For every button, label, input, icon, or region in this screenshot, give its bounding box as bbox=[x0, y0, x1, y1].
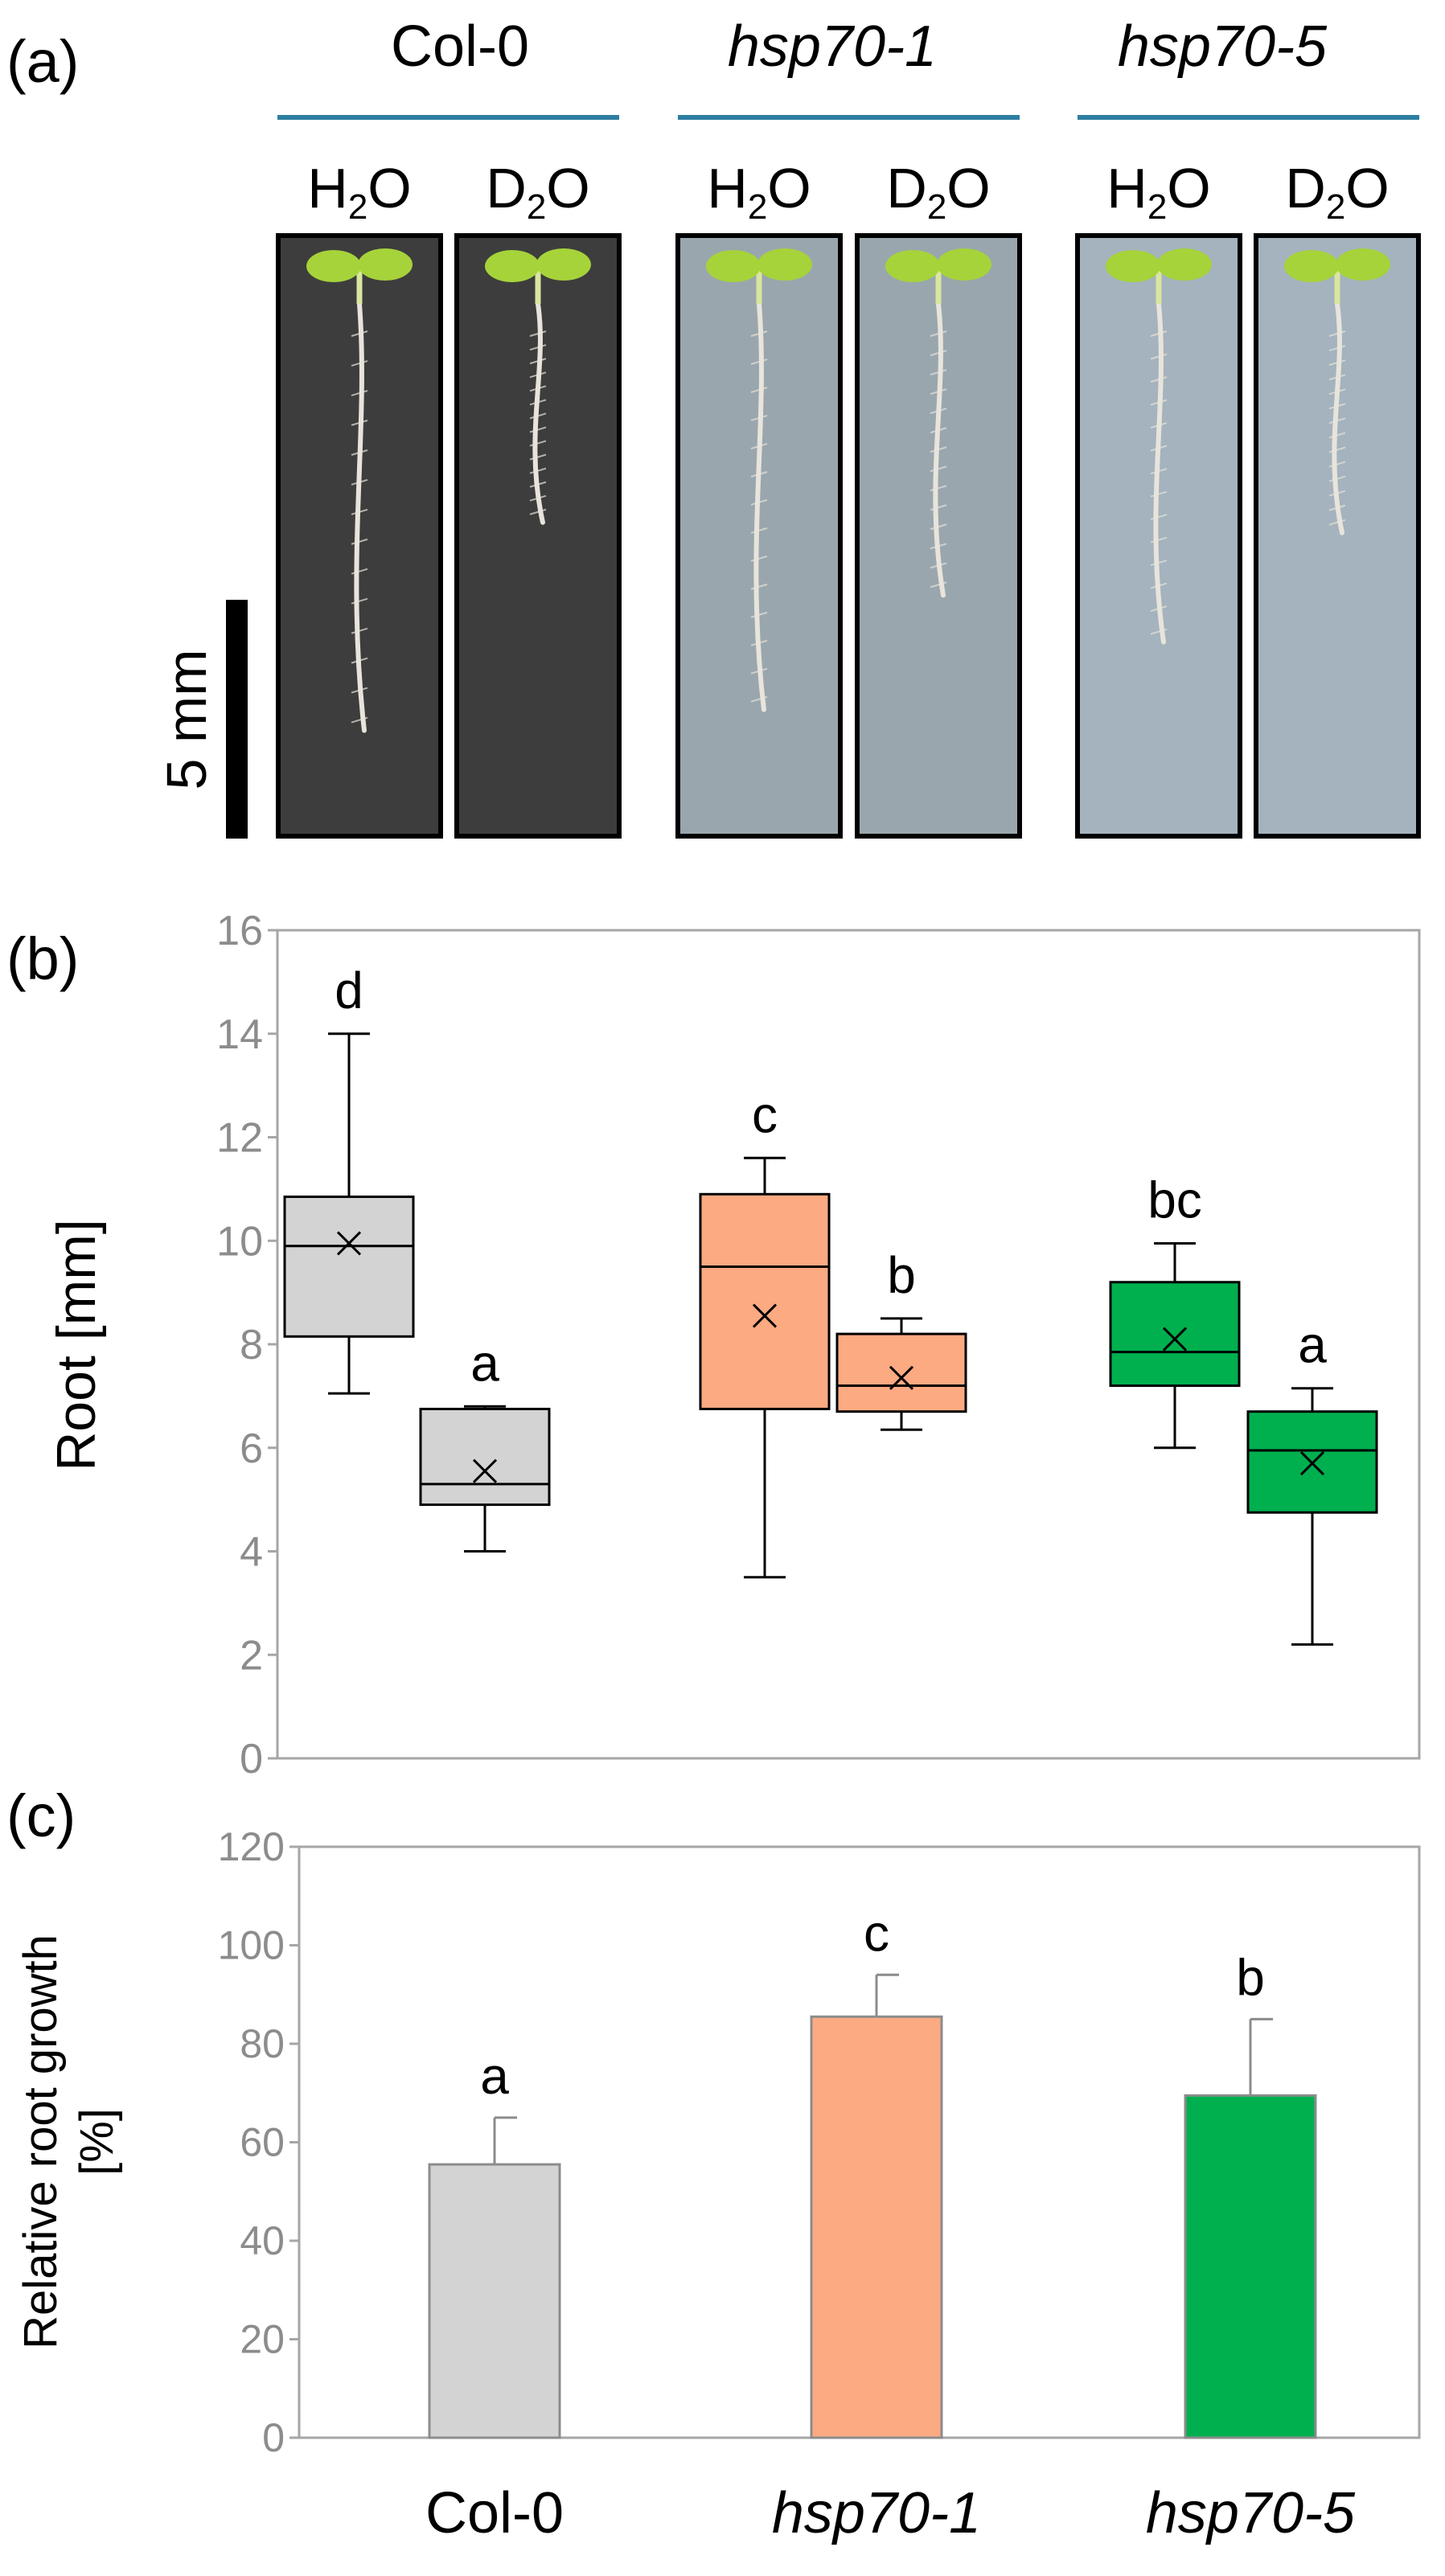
genotype-header-hsp70-1: hsp70-1 bbox=[728, 14, 937, 79]
y-tick-label-b: 4 bbox=[240, 1529, 263, 1576]
y-tick-label-c: 100 bbox=[218, 1923, 285, 1968]
significance-letter: c bbox=[864, 1904, 889, 1962]
seedling-root bbox=[753, 301, 766, 712]
significance-letter: b bbox=[1236, 1948, 1265, 2006]
seedling-photo bbox=[276, 233, 443, 839]
seedling-photo bbox=[1254, 233, 1421, 839]
y-tick-label-c: 60 bbox=[240, 2120, 285, 2165]
y-tick-label-c: 80 bbox=[240, 2021, 285, 2066]
box-iqr bbox=[419, 1407, 551, 1507]
y-tick-label-b: 16 bbox=[216, 908, 263, 954]
cotyledon bbox=[757, 248, 812, 281]
treatment-label: H2O bbox=[707, 157, 811, 227]
significance-letter: c bbox=[752, 1085, 778, 1143]
box-hsp70-1-D2O: b bbox=[835, 1246, 967, 1431]
y-axis-label-b: Root [mm] bbox=[46, 1219, 107, 1471]
scale-bar bbox=[226, 600, 248, 839]
x-category-label: Col-0 bbox=[425, 2481, 564, 2545]
y-tick-label-b: 2 bbox=[240, 1632, 263, 1679]
panel-c-barchart: (c) 0 20 40 60 80 100 120 a c b Relative root gr… bbox=[6, 1782, 1421, 2545]
bar-hsp70-1: c bbox=[810, 1904, 943, 2439]
significance-letter: a bbox=[470, 1334, 499, 1392]
panel-a: (a) Col-0 hsp70-1 hsp70-5 H2O D2O H2O D2O H2… bbox=[6, 14, 1421, 839]
seedling-root bbox=[1332, 301, 1344, 535]
scale-bar-label: 5 mm bbox=[155, 650, 218, 790]
bar bbox=[1184, 2094, 1317, 2439]
cotyledon bbox=[1157, 248, 1212, 281]
y-tick-label-b: 8 bbox=[240, 1322, 263, 1368]
y-axis-label-c-line2: [%] bbox=[71, 2108, 123, 2176]
seedling-photo bbox=[675, 233, 843, 839]
seedling-root bbox=[1153, 301, 1166, 645]
box-Col-0-H2O: d bbox=[283, 962, 415, 1395]
cotyledon bbox=[885, 250, 940, 282]
panel-a-label: (a) bbox=[6, 28, 79, 95]
box-hsp70-1-H2O: c bbox=[699, 1085, 831, 1579]
treatment-label: D2O bbox=[486, 157, 590, 227]
panel-b-label: (b) bbox=[6, 925, 79, 992]
y-tick-label-b: 6 bbox=[240, 1425, 263, 1472]
seedling-photo bbox=[454, 233, 622, 839]
y-tick-label-c: 120 bbox=[218, 1824, 285, 1869]
y-tick-label-b: 0 bbox=[240, 1736, 263, 1782]
seedling-root bbox=[933, 301, 946, 598]
y-tick-label-b: 14 bbox=[216, 1011, 263, 1058]
mean-marker bbox=[1299, 1450, 1325, 1476]
bar-hsp70-5: b bbox=[1184, 1948, 1317, 2439]
mean-marker bbox=[752, 1303, 778, 1328]
y-tick-label-c: 20 bbox=[240, 2317, 285, 2362]
seedling-photo bbox=[1075, 233, 1242, 839]
cotyledon bbox=[306, 250, 361, 282]
cotyledon bbox=[1106, 250, 1160, 282]
genotype-header-hsp70-5: hsp70-5 bbox=[1118, 14, 1328, 79]
treatment-label: D2O bbox=[1285, 157, 1390, 227]
box-iqr bbox=[283, 1196, 415, 1338]
panel-b-boxplot: (b) 0 2 4 6 8 10 12 14 16 d a c b bc a Root [mm] bbox=[6, 908, 1421, 1782]
y-tick-label-b: 12 bbox=[216, 1115, 263, 1162]
significance-letter: a bbox=[1298, 1316, 1327, 1374]
treatment-label: D2O bbox=[886, 157, 991, 227]
box-iqr bbox=[1109, 1281, 1241, 1387]
cotyledon bbox=[536, 248, 591, 281]
mean-marker bbox=[889, 1365, 914, 1390]
significance-letter: a bbox=[480, 2047, 509, 2105]
box-Col-0-D2O: a bbox=[419, 1334, 551, 1553]
mean-marker bbox=[336, 1231, 362, 1256]
y-tick-label-c: 0 bbox=[262, 2415, 285, 2460]
seedling-root bbox=[532, 301, 545, 525]
treatment-label: H2O bbox=[1106, 157, 1211, 227]
cotyledon bbox=[1336, 248, 1390, 281]
significance-letter: bc bbox=[1147, 1171, 1202, 1229]
bar bbox=[428, 2163, 561, 2439]
box-hsp70-5-D2O: a bbox=[1246, 1316, 1378, 1646]
bar bbox=[810, 2015, 943, 2439]
y-tick-label-c: 40 bbox=[240, 2218, 285, 2263]
mean-marker bbox=[1162, 1327, 1188, 1352]
genotype-header-col0: Col-0 bbox=[391, 14, 529, 79]
panel-c-label: (c) bbox=[6, 1782, 76, 1849]
seedling-root bbox=[354, 301, 367, 733]
cotyledon bbox=[485, 250, 540, 282]
treatment-label: H2O bbox=[307, 157, 412, 227]
box-iqr bbox=[699, 1192, 831, 1410]
cotyledon bbox=[706, 250, 761, 282]
bar-Col-0: a bbox=[428, 2047, 561, 2439]
significance-letter: b bbox=[887, 1246, 916, 1304]
box-hsp70-5-H2O: bc bbox=[1109, 1171, 1241, 1450]
seedling-photo bbox=[855, 233, 1022, 839]
y-tick-label-b: 10 bbox=[216, 1218, 263, 1265]
x-category-label: hsp70-1 bbox=[772, 2481, 981, 2545]
cotyledon bbox=[937, 248, 991, 281]
cotyledon bbox=[358, 248, 413, 281]
y-axis-label-c-line1: Relative root growth bbox=[14, 1934, 67, 2349]
x-category-label: hsp70-5 bbox=[1146, 2481, 1356, 2545]
box-iqr bbox=[835, 1332, 967, 1413]
mean-marker bbox=[472, 1458, 498, 1483]
significance-letter: d bbox=[335, 962, 363, 1019]
cotyledon bbox=[1284, 250, 1339, 282]
